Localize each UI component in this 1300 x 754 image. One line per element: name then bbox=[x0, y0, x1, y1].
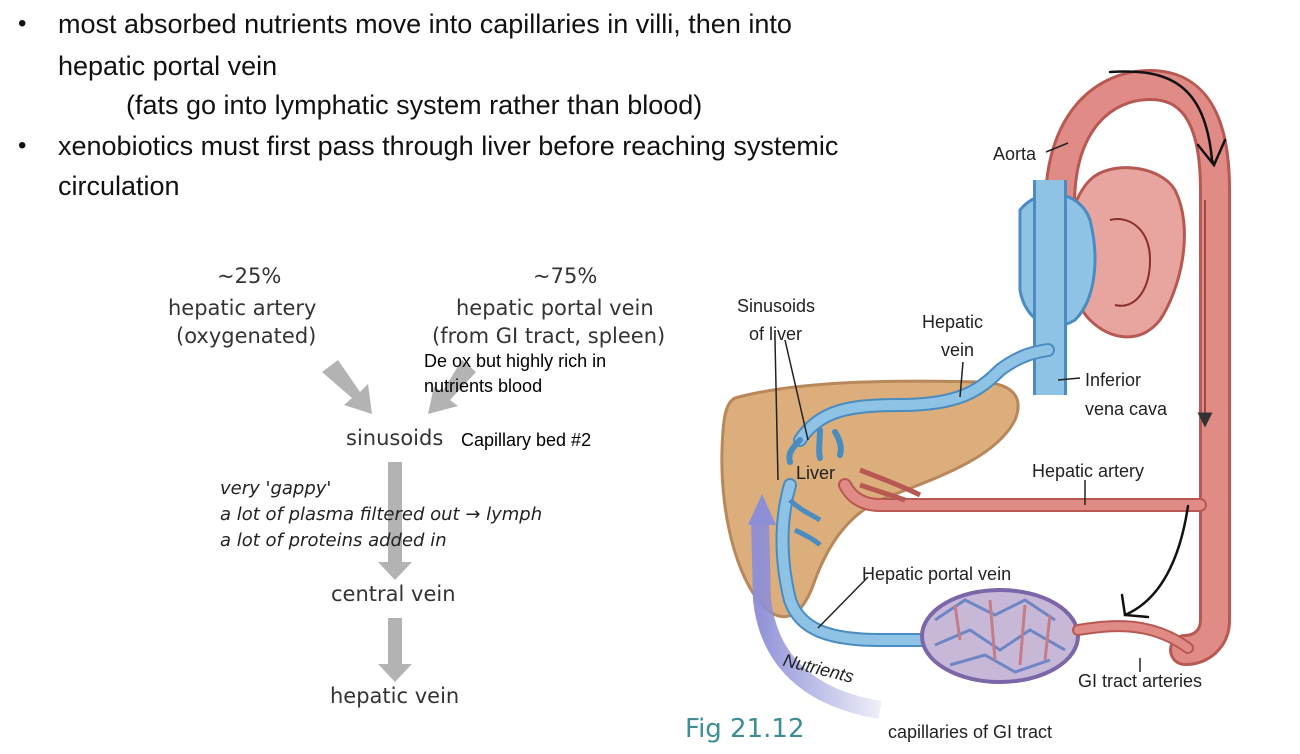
capillary-note: Capillary bed #2 bbox=[461, 430, 592, 450]
arrow-central-to-hepatic bbox=[378, 618, 412, 682]
gappy-line3: a lot of proteins added in bbox=[220, 530, 447, 551]
flow-arrows bbox=[322, 360, 476, 682]
bullet-text: (fats go into lymphatic system rather th… bbox=[126, 90, 703, 120]
label-ivc-line1: Inferior bbox=[1085, 370, 1142, 390]
bullet-text: most absorbed nutrients move into capill… bbox=[58, 9, 792, 39]
bullet-text: circulation bbox=[58, 171, 180, 201]
label-liver: Liver bbox=[796, 463, 836, 483]
label-leaders bbox=[774, 142, 1141, 672]
label-hepatic-portal-vein: Hepatic portal vein bbox=[862, 564, 1012, 584]
label-sinusoids-line1: Sinusoids bbox=[737, 296, 816, 316]
label-hepatic-artery: Hepatic artery bbox=[1032, 461, 1145, 481]
label-aorta: Aorta bbox=[993, 144, 1037, 164]
bullet-dot: • bbox=[18, 10, 27, 37]
hepatic-vein-vessel bbox=[786, 343, 1055, 465]
artery-note: (oxygenated) bbox=[176, 324, 317, 348]
portal-percent: ~75% bbox=[533, 264, 598, 288]
deox-note-line2: nutrients blood bbox=[424, 376, 543, 396]
bullet-text: xenobiotics must first pass through live… bbox=[58, 131, 839, 161]
portal-name: hepatic portal vein bbox=[456, 296, 654, 320]
portal-note: (from GI tract, spleen) bbox=[432, 324, 666, 348]
label-gi-capillaries: capillaries of GI tract bbox=[888, 722, 1053, 742]
figure-caption: Fig 21.12 bbox=[685, 714, 805, 744]
sinusoids-node: sinusoids bbox=[346, 426, 444, 450]
label-ivc-line2: vena cava bbox=[1085, 399, 1168, 419]
artery-name: hepatic artery bbox=[168, 296, 317, 320]
hepatic-portal-vein-vessel bbox=[775, 478, 932, 648]
hepatic-artery-vessel bbox=[838, 467, 1207, 512]
label-hepatic-vein-line2: vein bbox=[941, 340, 975, 360]
label-hepatic-vein-line1: Hepatic bbox=[922, 312, 984, 332]
arrow-sinusoids-to-central bbox=[378, 462, 412, 580]
gappy-line2: a lot of plasma filtered out → lymph bbox=[220, 504, 543, 525]
hepatic-vein-node: hepatic vein bbox=[330, 684, 460, 708]
bullet-text: hepatic portal vein bbox=[58, 51, 278, 81]
label-sinusoids-line2: of liver bbox=[749, 324, 803, 344]
gappy-line1: very 'gappy' bbox=[220, 478, 332, 499]
aorta-vessel bbox=[1044, 68, 1231, 666]
handdrawn-annotations bbox=[1108, 70, 1227, 619]
arrow-artery-to-sinusoids bbox=[322, 360, 372, 414]
bullet-dot: • bbox=[18, 132, 27, 159]
nutrients-arrow bbox=[748, 494, 882, 719]
label-gi-tract-arteries: GI tract arteries bbox=[1078, 671, 1203, 691]
gi-capillary-network bbox=[920, 588, 1194, 684]
artery-percent: ~25% bbox=[217, 264, 282, 288]
deox-note-line1: De ox but highly rich in bbox=[424, 351, 607, 371]
central-vein-node: central vein bbox=[331, 582, 456, 606]
arrow-portal-to-sinusoids bbox=[428, 360, 476, 414]
